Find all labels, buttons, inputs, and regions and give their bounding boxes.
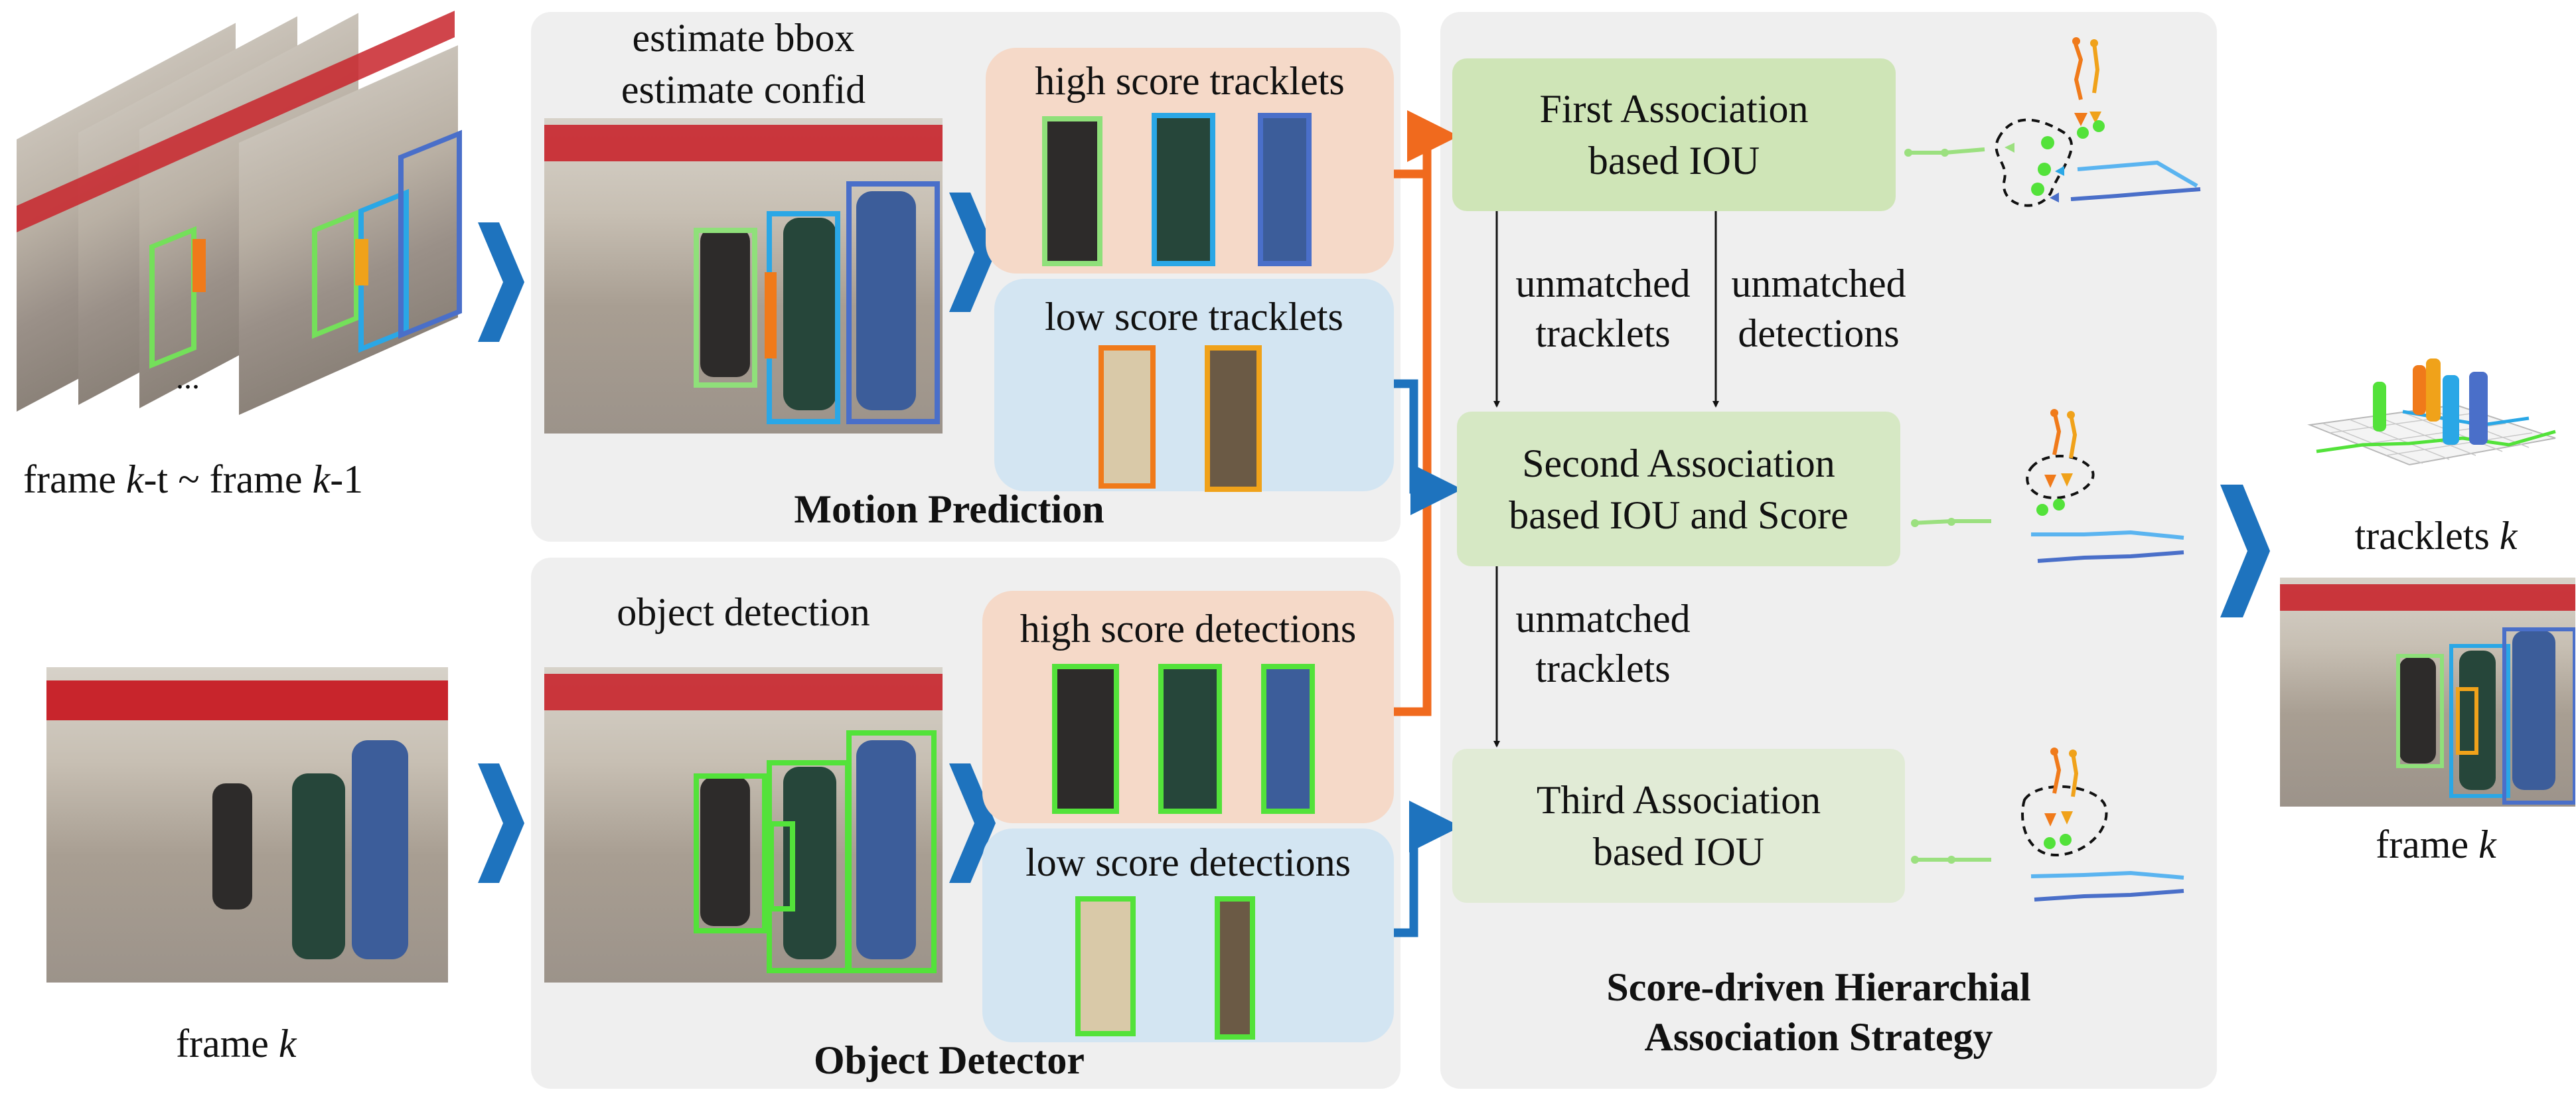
low-score-detections-box bbox=[982, 829, 1394, 1042]
detector-caption: object detection bbox=[617, 590, 870, 634]
detection-box bbox=[694, 773, 767, 933]
detection-crop bbox=[1215, 896, 1255, 1040]
matching-illustration-2 bbox=[1911, 409, 2184, 563]
association-title: Score-driven Hierarchial Association Str… bbox=[1606, 965, 2031, 1059]
detection-box bbox=[846, 730, 937, 973]
detection-crop bbox=[1075, 896, 1136, 1036]
track-box-orange bbox=[192, 239, 206, 292]
chevron-icon bbox=[478, 222, 524, 342]
object-detector-title: Object Detector bbox=[813, 1038, 1085, 1082]
chevron-icon bbox=[478, 763, 524, 883]
predicted-box-orange bbox=[765, 272, 777, 358]
motion-caption-line2: estimate confid bbox=[621, 68, 866, 112]
unmatched-tracklets-label: unmatched tracklets bbox=[1515, 262, 1691, 355]
motion-caption-line1: estimate bbox bbox=[632, 16, 855, 60]
second-association-box: Second Association based IOU and Score bbox=[1457, 412, 1900, 566]
low-score-detections-label: low score detections bbox=[1025, 840, 1351, 884]
tracklet-crop bbox=[1205, 345, 1262, 492]
unmatched-detections-label: unmatched detections bbox=[1731, 262, 1906, 355]
third-association-line2: based IOU bbox=[1592, 830, 1765, 874]
motion-prediction-title: Motion Prediction bbox=[794, 487, 1104, 531]
track-box-orange bbox=[355, 239, 368, 285]
chevron-icon bbox=[2220, 485, 2270, 617]
low-score-tracklets-box bbox=[994, 279, 1394, 491]
current-frame-photo bbox=[46, 667, 448, 983]
chevron-icon bbox=[949, 193, 996, 312]
third-association-box: Third Association based IOU bbox=[1452, 749, 1905, 903]
current-frame-label: frame k bbox=[176, 1022, 297, 1066]
tracklet-crop bbox=[1042, 116, 1102, 266]
high-score-flow-arrows bbox=[1394, 110, 1459, 716]
output-tracklets-label: tracklets k bbox=[2354, 514, 2518, 558]
ellipsis: ... bbox=[176, 360, 200, 396]
detection-crop bbox=[1052, 664, 1119, 814]
detector-frame-photo bbox=[544, 667, 943, 983]
motion-frame-photo bbox=[544, 118, 943, 434]
low-score-flow-arrows bbox=[1394, 379, 1462, 937]
output-frame-label: frame k bbox=[2376, 823, 2496, 866]
predicted-box-green bbox=[694, 228, 757, 388]
matching-illustration-1 bbox=[1904, 37, 2201, 207]
detection-box bbox=[769, 821, 795, 911]
detection-crop bbox=[1158, 664, 1222, 814]
detection-crop bbox=[1261, 664, 1315, 814]
low-score-tracklets-label: low score tracklets bbox=[1045, 295, 1343, 339]
first-association-line1: First Association bbox=[1539, 87, 1809, 131]
unmatched-arrows bbox=[1493, 211, 1719, 748]
tracklet-crop bbox=[1099, 345, 1156, 489]
output-frame-photo bbox=[2280, 578, 2575, 807]
third-association-line1: Third Association bbox=[1536, 778, 1821, 822]
tracklet-crop bbox=[1152, 113, 1215, 266]
high-score-tracklets-label: high score tracklets bbox=[1035, 59, 1345, 103]
predicted-box-navy bbox=[846, 181, 940, 424]
tracklets-3d-illustration bbox=[2307, 358, 2556, 466]
high-score-detections-label: high score detections bbox=[1020, 607, 1357, 651]
matching-illustration-3 bbox=[1911, 748, 2184, 902]
first-association-line2: based IOU bbox=[1588, 139, 1760, 183]
tracklet-crop bbox=[1258, 113, 1312, 266]
second-association-line2: based IOU and Score bbox=[1509, 493, 1849, 537]
second-association-line1: Second Association bbox=[1522, 441, 1835, 485]
first-association-box: First Association based IOU bbox=[1452, 58, 1896, 211]
previous-frames-label: frame k-t ~ frame k-1 bbox=[23, 457, 364, 501]
unmatched-tracklets-label-2: unmatched tracklets bbox=[1515, 597, 1691, 690]
chevron-icon bbox=[949, 763, 996, 883]
